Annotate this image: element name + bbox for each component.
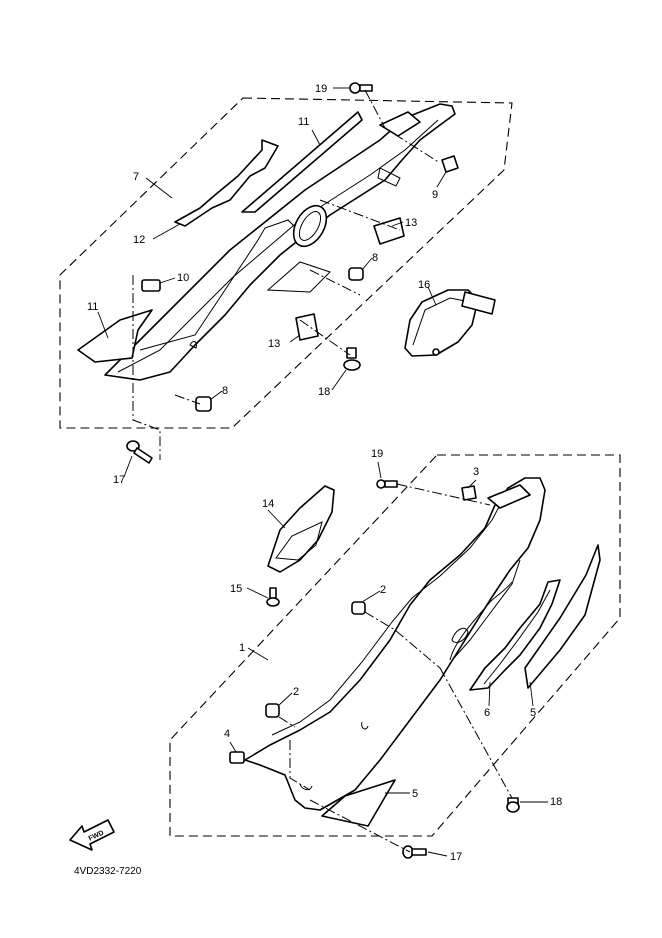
fwd-arrow-icon: FWD	[69, 819, 115, 851]
callout-12: 12	[133, 234, 145, 246]
upper-guide-lines	[132, 89, 441, 460]
callout-2-upper: 2	[380, 584, 386, 596]
callout-18-upper: 18	[318, 386, 330, 398]
callout-17-upper: 17	[113, 474, 125, 486]
part-19-bolt-lower	[376, 479, 398, 489]
part-17-bolt-lower	[402, 845, 427, 859]
part-6-emblem	[469, 579, 561, 691]
lower-assembly-boundary	[169, 454, 621, 837]
part-10-rubber	[141, 279, 161, 292]
part-5-decal-right	[524, 544, 601, 689]
part-17-bolt-upper	[126, 440, 153, 464]
part-8-grommet-upper	[348, 267, 364, 281]
callout-16: 16	[418, 279, 430, 291]
callout-11-lower: 11	[87, 301, 98, 313]
callout-5-bottom: 5	[412, 788, 418, 800]
part-8-grommet-lower	[195, 396, 212, 412]
part-19-bolt-upper	[349, 82, 373, 94]
callout-5-right: 5	[530, 707, 536, 719]
upper-assembly-boundary	[59, 97, 513, 429]
drawing-code: 4VD2332-7220	[74, 866, 142, 877]
callout-9: 9	[432, 189, 438, 201]
part-9-nut	[441, 155, 459, 173]
part-12-emblem-decal	[174, 139, 279, 227]
callout-3: 3	[473, 466, 479, 478]
part-2-grommet-upper	[351, 601, 366, 615]
callout-19-lower: 19	[371, 448, 383, 460]
part-11-upper-strip	[241, 111, 363, 213]
lower-guide-lines	[278, 483, 513, 853]
part-4-rubber	[229, 751, 245, 764]
callout-1: 1	[239, 642, 245, 654]
part-16-cover	[404, 289, 496, 357]
callout-17-lower: 17	[450, 851, 462, 863]
part-13-pad-lower	[295, 313, 319, 341]
callout-13-upper: 13	[405, 217, 417, 229]
callout-6: 6	[484, 707, 490, 719]
part-18-screw-lower	[506, 797, 520, 813]
callout-11-upper: 11	[298, 116, 309, 128]
leader-lines	[97, 87, 548, 857]
part-15-screw	[266, 587, 280, 607]
part-3-nut	[461, 485, 477, 501]
callout-18-lower: 18	[550, 796, 562, 808]
part-14-panel	[267, 485, 335, 573]
callout-8-lower: 8	[222, 385, 228, 397]
callout-7: 7	[133, 171, 139, 183]
callout-19-upper: 19	[315, 83, 327, 95]
callout-15: 15	[230, 583, 242, 595]
part-5-decal-bottom	[321, 779, 396, 827]
callout-2-lower: 2	[293, 686, 299, 698]
part-18-screw-upper	[343, 347, 361, 371]
callout-4: 4	[224, 728, 230, 740]
callout-8-upper: 8	[372, 252, 378, 264]
lower-side-cover	[244, 477, 546, 811]
callout-13-lower: 13	[268, 338, 280, 350]
callout-14: 14	[262, 498, 274, 510]
callout-10: 10	[177, 272, 189, 284]
upper-side-cover	[104, 103, 456, 381]
part-2-grommet-lower	[265, 703, 280, 718]
